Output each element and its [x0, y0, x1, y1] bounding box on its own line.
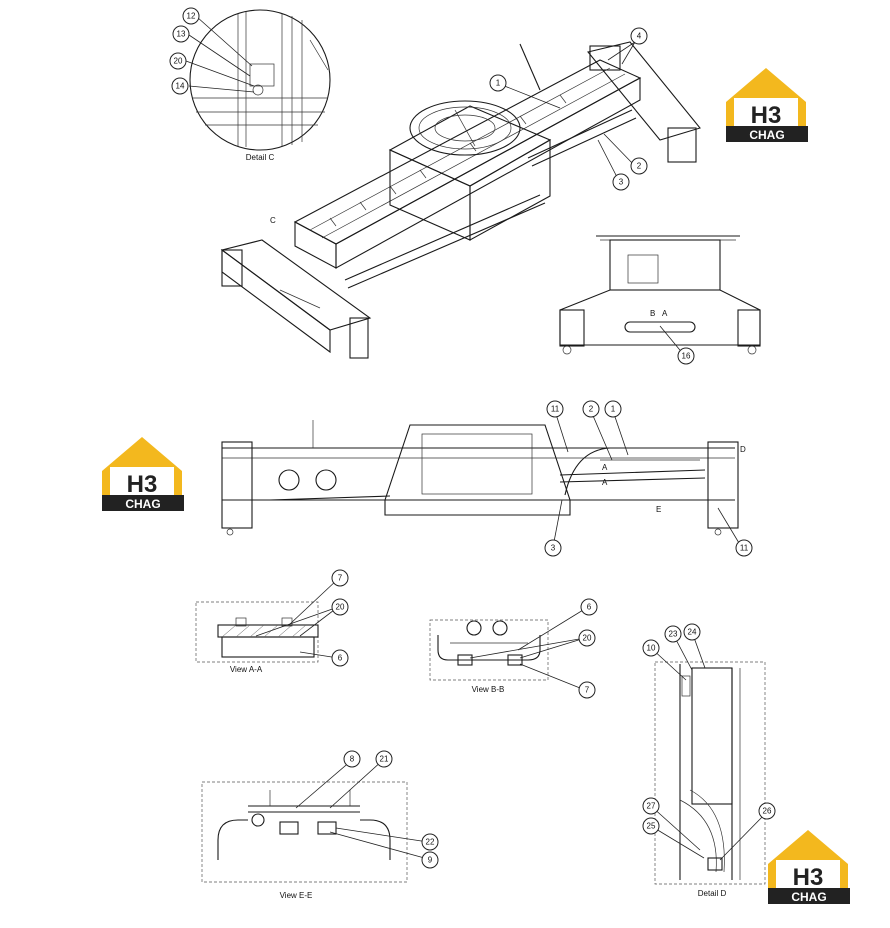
logo-middle-emblem: H3: [127, 471, 158, 498]
section-a-lower-marker: A: [602, 478, 608, 487]
callout-23-d: 23: [664, 625, 682, 643]
detail-c-caption: Detail C: [246, 153, 275, 162]
svg-text:16: 16: [682, 352, 691, 361]
svg-text:26: 26: [763, 807, 772, 816]
svg-text:25: 25: [647, 822, 656, 831]
svg-text:3: 3: [551, 544, 556, 553]
svg-text:13: 13: [177, 30, 186, 39]
svg-text:14: 14: [176, 82, 185, 91]
view-bb-caption: View B-B: [472, 685, 505, 694]
svg-text:20: 20: [336, 603, 345, 612]
svg-text:4: 4: [637, 32, 642, 41]
callout-7-bb: 7: [578, 681, 596, 699]
callout-22-ee: 22: [421, 833, 439, 851]
callout-2-side: 2: [582, 400, 600, 418]
svg-text:2: 2: [589, 405, 594, 414]
view-aa-caption: View A-A: [230, 665, 263, 674]
view-ee: View E-E: [201, 781, 408, 900]
svg-text:1: 1: [611, 405, 616, 414]
svg-text:8: 8: [350, 755, 355, 764]
svg-text:23: 23: [669, 630, 678, 639]
svg-text:2: 2: [637, 162, 642, 171]
leader-lines: [185, 16, 768, 861]
svg-text:11: 11: [551, 405, 560, 414]
svg-text:6: 6: [587, 603, 592, 612]
callout-8-ee: 8: [343, 750, 361, 768]
logo-bottom-right: H3 CHAG: [768, 830, 850, 904]
svg-text:11: 11: [740, 544, 749, 553]
callout-6-bb: 6: [580, 598, 598, 616]
svg-text:24: 24: [688, 628, 697, 637]
section-a-marker: A: [662, 309, 668, 318]
svg-text:1: 1: [496, 79, 501, 88]
logo-bottom-emblem: H3: [793, 864, 824, 891]
callout-4: 4: [630, 27, 648, 45]
logo-top-word: CHAG: [749, 128, 784, 142]
section-b-marker: B: [650, 309, 655, 318]
logo-top-right: H3 CHAG: [726, 68, 808, 142]
detail-d-caption: Detail D: [698, 889, 727, 898]
detail-c: Detail C: [189, 9, 331, 162]
end-view: B A: [559, 235, 761, 355]
section-a-upper-marker: A: [602, 463, 608, 472]
callout-13: 13: [172, 25, 190, 43]
svg-text:6: 6: [338, 654, 343, 663]
callout-25-d: 25: [642, 817, 660, 835]
callouts: 12 13 20 14 4 1 2 3 16 11 2 1 3 11 7 20 …: [169, 7, 776, 869]
callout-3: 3: [612, 173, 630, 191]
callout-20-bb: 20: [578, 629, 596, 647]
section-e-marker: E: [656, 505, 661, 514]
callout-3-side: 3: [544, 539, 562, 557]
detail-c-marker: C: [270, 216, 276, 225]
view-aa: View A-A: [195, 601, 319, 674]
callout-14: 14: [171, 77, 189, 95]
svg-text:12: 12: [187, 12, 196, 21]
callout-16: 16: [677, 347, 695, 365]
callout-12: 12: [182, 7, 200, 25]
svg-text:7: 7: [585, 686, 590, 695]
callout-1-side: 1: [604, 400, 622, 418]
callout-11-top: 11: [546, 400, 564, 418]
callout-21-ee: 21: [375, 750, 393, 768]
logo-bottom-word: CHAG: [791, 890, 826, 904]
view-ee-caption: View E-E: [280, 891, 313, 900]
callout-24-d: 24: [683, 623, 701, 641]
callout-9-ee: 9: [421, 851, 439, 869]
callout-1: 1: [489, 74, 507, 92]
logo-middle-left: H3 CHAG: [102, 437, 184, 511]
svg-text:22: 22: [426, 838, 435, 847]
callout-7-aa: 7: [331, 569, 349, 587]
detail-d: Detail D: [654, 661, 766, 898]
isometric-spreader: C: [220, 41, 701, 359]
svg-text:27: 27: [647, 802, 656, 811]
detail-d-marker: D: [740, 445, 746, 454]
callout-2: 2: [630, 157, 648, 175]
svg-text:10: 10: [647, 644, 656, 653]
svg-text:20: 20: [174, 57, 183, 66]
svg-text:21: 21: [380, 755, 389, 764]
callout-6-aa: 6: [331, 649, 349, 667]
logo-middle-word: CHAG: [125, 497, 160, 511]
svg-text:9: 9: [428, 856, 433, 865]
side-elevation: A A D E: [221, 420, 746, 536]
logo-top-emblem: H3: [751, 102, 782, 129]
svg-text:20: 20: [583, 634, 592, 643]
callout-26-d: 26: [758, 802, 776, 820]
callout-20-aa: 20: [331, 598, 349, 616]
callout-27-d: 27: [642, 797, 660, 815]
callout-10-d: 10: [642, 639, 660, 657]
svg-text:3: 3: [619, 178, 624, 187]
callout-20: 20: [169, 52, 187, 70]
svg-text:7: 7: [338, 574, 343, 583]
view-bb: View B-B: [429, 619, 549, 694]
callout-11-bottom: 11: [735, 539, 753, 557]
